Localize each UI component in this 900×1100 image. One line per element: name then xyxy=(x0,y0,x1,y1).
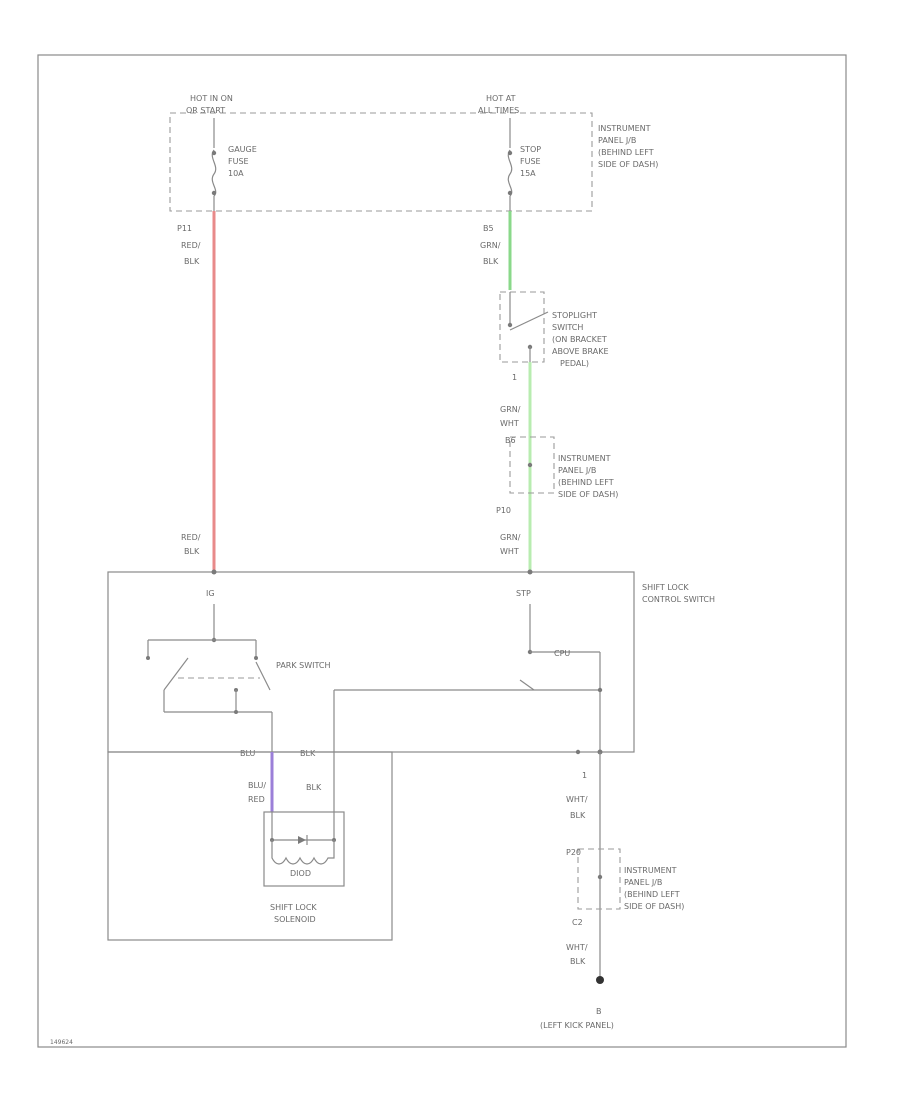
solenoid-label-2: SOLENOID xyxy=(274,915,316,924)
wire-label-p20: P20 xyxy=(566,848,581,857)
stoplight-switch-contact xyxy=(509,311,549,331)
ground-conn-node-a xyxy=(575,749,581,755)
park-switch-node-1 xyxy=(146,656,150,660)
junction-block-mid xyxy=(509,436,555,494)
gauge-fuse-label-2: FUSE xyxy=(228,157,249,166)
ground-location-label: (LEFT KICK PANEL) xyxy=(540,1021,614,1030)
wire-label-red-1: RED/ xyxy=(181,241,201,250)
shift-lock-control-box xyxy=(107,571,635,753)
solenoid-outer-box xyxy=(107,751,393,941)
stop-fuse-node-top xyxy=(507,150,513,156)
solenoid-inner-box xyxy=(263,811,345,887)
park-switch-contact-1 xyxy=(163,657,189,691)
wire-label-grn-3: GRN/ xyxy=(500,533,521,542)
stop-fuse-node-bottom xyxy=(507,190,513,196)
stop-fuse-label-3: 15A xyxy=(520,169,536,178)
park-switch-node-4 xyxy=(234,710,238,714)
gauge-fuse-symbol xyxy=(211,149,217,197)
ground-id-label: B xyxy=(596,1007,602,1016)
jb-bottom-label-2: PANEL J/B xyxy=(624,878,662,887)
stop-fuse-label-2: FUSE xyxy=(520,157,541,166)
stoplight-label-5: PEDAL) xyxy=(560,359,589,368)
power-source-right-label: HOT AT xyxy=(486,94,516,103)
solenoid-label-1: SHIFT LOCK xyxy=(270,903,317,912)
stop-fuse-label-1: STOP xyxy=(520,145,541,154)
wire-label-wht-4: WHT/ xyxy=(566,943,588,952)
transistor-base xyxy=(519,679,535,691)
park-switch-label: PARK SWITCH xyxy=(276,661,331,670)
gauge-fuse-label-1: GAUGE xyxy=(228,145,257,154)
wire-label-blk-top: BLK xyxy=(300,749,316,758)
solenoid-coil-icon xyxy=(271,840,335,865)
jb-bottom-label-3: (BEHIND LEFT xyxy=(624,890,680,899)
jb-bottom-label-4: SIDE OF DASH) xyxy=(624,902,684,911)
wire-label-blk-2: BLK xyxy=(483,257,499,266)
diode-icon xyxy=(298,836,306,844)
wire-label-blk-5: BLK xyxy=(570,957,586,966)
wire-label-blk-3: BLK xyxy=(184,547,200,556)
wire-label-wht-3: WHT/ xyxy=(566,795,588,804)
ground-icon xyxy=(596,976,604,984)
power-source-left-label-2: OR START xyxy=(186,106,225,115)
junction-block-bottom xyxy=(577,848,621,910)
stop-fuse-symbol xyxy=(507,149,513,197)
wire-label-blu-wire: BLU/ xyxy=(248,781,266,790)
wire-label-grn-2: GRN/ xyxy=(500,405,521,414)
jb-top-label-3: (BEHIND LEFT xyxy=(598,148,654,157)
wire-label-blk-4: BLK xyxy=(570,811,586,820)
jb-mid-label-1: INSTRUMENT xyxy=(558,454,611,463)
wire-label-red-wire: RED xyxy=(248,795,265,804)
stoplight-label-1: STOPLIGHT xyxy=(552,311,597,320)
jb-top-label-1: INSTRUMENT xyxy=(598,124,651,133)
shift-lock-control-label-1: SHIFT LOCK xyxy=(642,583,689,592)
park-switch-contact-2 xyxy=(255,661,271,691)
jb-mid-label-2: PANEL J/B xyxy=(558,466,596,475)
jb-top-label-2: PANEL J/B xyxy=(598,136,636,145)
wire-label-b6: B6 xyxy=(505,436,516,445)
wire-label-p10: P10 xyxy=(496,506,511,515)
wire-label-red-2: RED/ xyxy=(181,533,201,542)
wire-label-c2: C2 xyxy=(572,918,583,927)
wire-label-ig: IG xyxy=(206,589,215,598)
ig-connector-node xyxy=(211,569,217,575)
diagram-code: 149624 xyxy=(50,1039,73,1046)
stoplight-switch-node-a xyxy=(507,322,513,328)
stoplight-label-4: ABOVE BRAKE xyxy=(552,347,609,356)
stoplight-switch-box xyxy=(499,291,545,363)
jb-mid-label-3: (BEHIND LEFT xyxy=(558,478,614,487)
gauge-fuse-node-top xyxy=(211,150,217,156)
wire-label-blu-top: BLU xyxy=(240,749,256,758)
wire-label-pin-e: 1 xyxy=(582,771,587,780)
shift-lock-control-label-2: CONTROL SWITCH xyxy=(642,595,715,604)
cpu-label: CPU xyxy=(554,649,570,658)
wire-label-wht-2: WHT xyxy=(500,547,519,556)
wire-label-stp: STP xyxy=(516,589,531,598)
jb-bottom-node xyxy=(597,874,603,880)
gauge-fuse-label-3: 10A xyxy=(228,169,244,178)
stoplight-label-3: (ON BRACKET xyxy=(552,335,607,344)
diagram-border xyxy=(37,54,847,1048)
junction-block-top xyxy=(169,112,593,212)
wire-label-p11: P11 xyxy=(177,224,192,233)
wire-label-pin-1: 1 xyxy=(512,373,517,382)
gauge-fuse-node-bottom xyxy=(211,190,217,196)
jb-top-label-4: SIDE OF DASH) xyxy=(598,160,658,169)
jb-mid-node xyxy=(527,462,533,468)
power-source-left-label: HOT IN ON xyxy=(190,94,233,103)
wire-label-blk-wire: BLK xyxy=(306,783,322,792)
wire-label-grn-1: GRN/ xyxy=(480,241,501,250)
jb-bottom-label-1: INSTRUMENT xyxy=(624,866,677,875)
wire-label-b5: B5 xyxy=(483,224,494,233)
wire-label-blk-1: BLK xyxy=(184,257,200,266)
wire-label-wht-1: WHT xyxy=(500,419,519,428)
stoplight-label-2: SWITCH xyxy=(552,323,583,332)
solenoid-diode-label: DIOD xyxy=(290,869,311,878)
power-source-right-label-2: ALL TIMES xyxy=(478,106,519,115)
transistor-node xyxy=(597,687,603,693)
stp-connector-node xyxy=(527,569,533,575)
park-switch-node-2 xyxy=(254,656,258,660)
jb-mid-label-4: SIDE OF DASH) xyxy=(558,490,618,499)
